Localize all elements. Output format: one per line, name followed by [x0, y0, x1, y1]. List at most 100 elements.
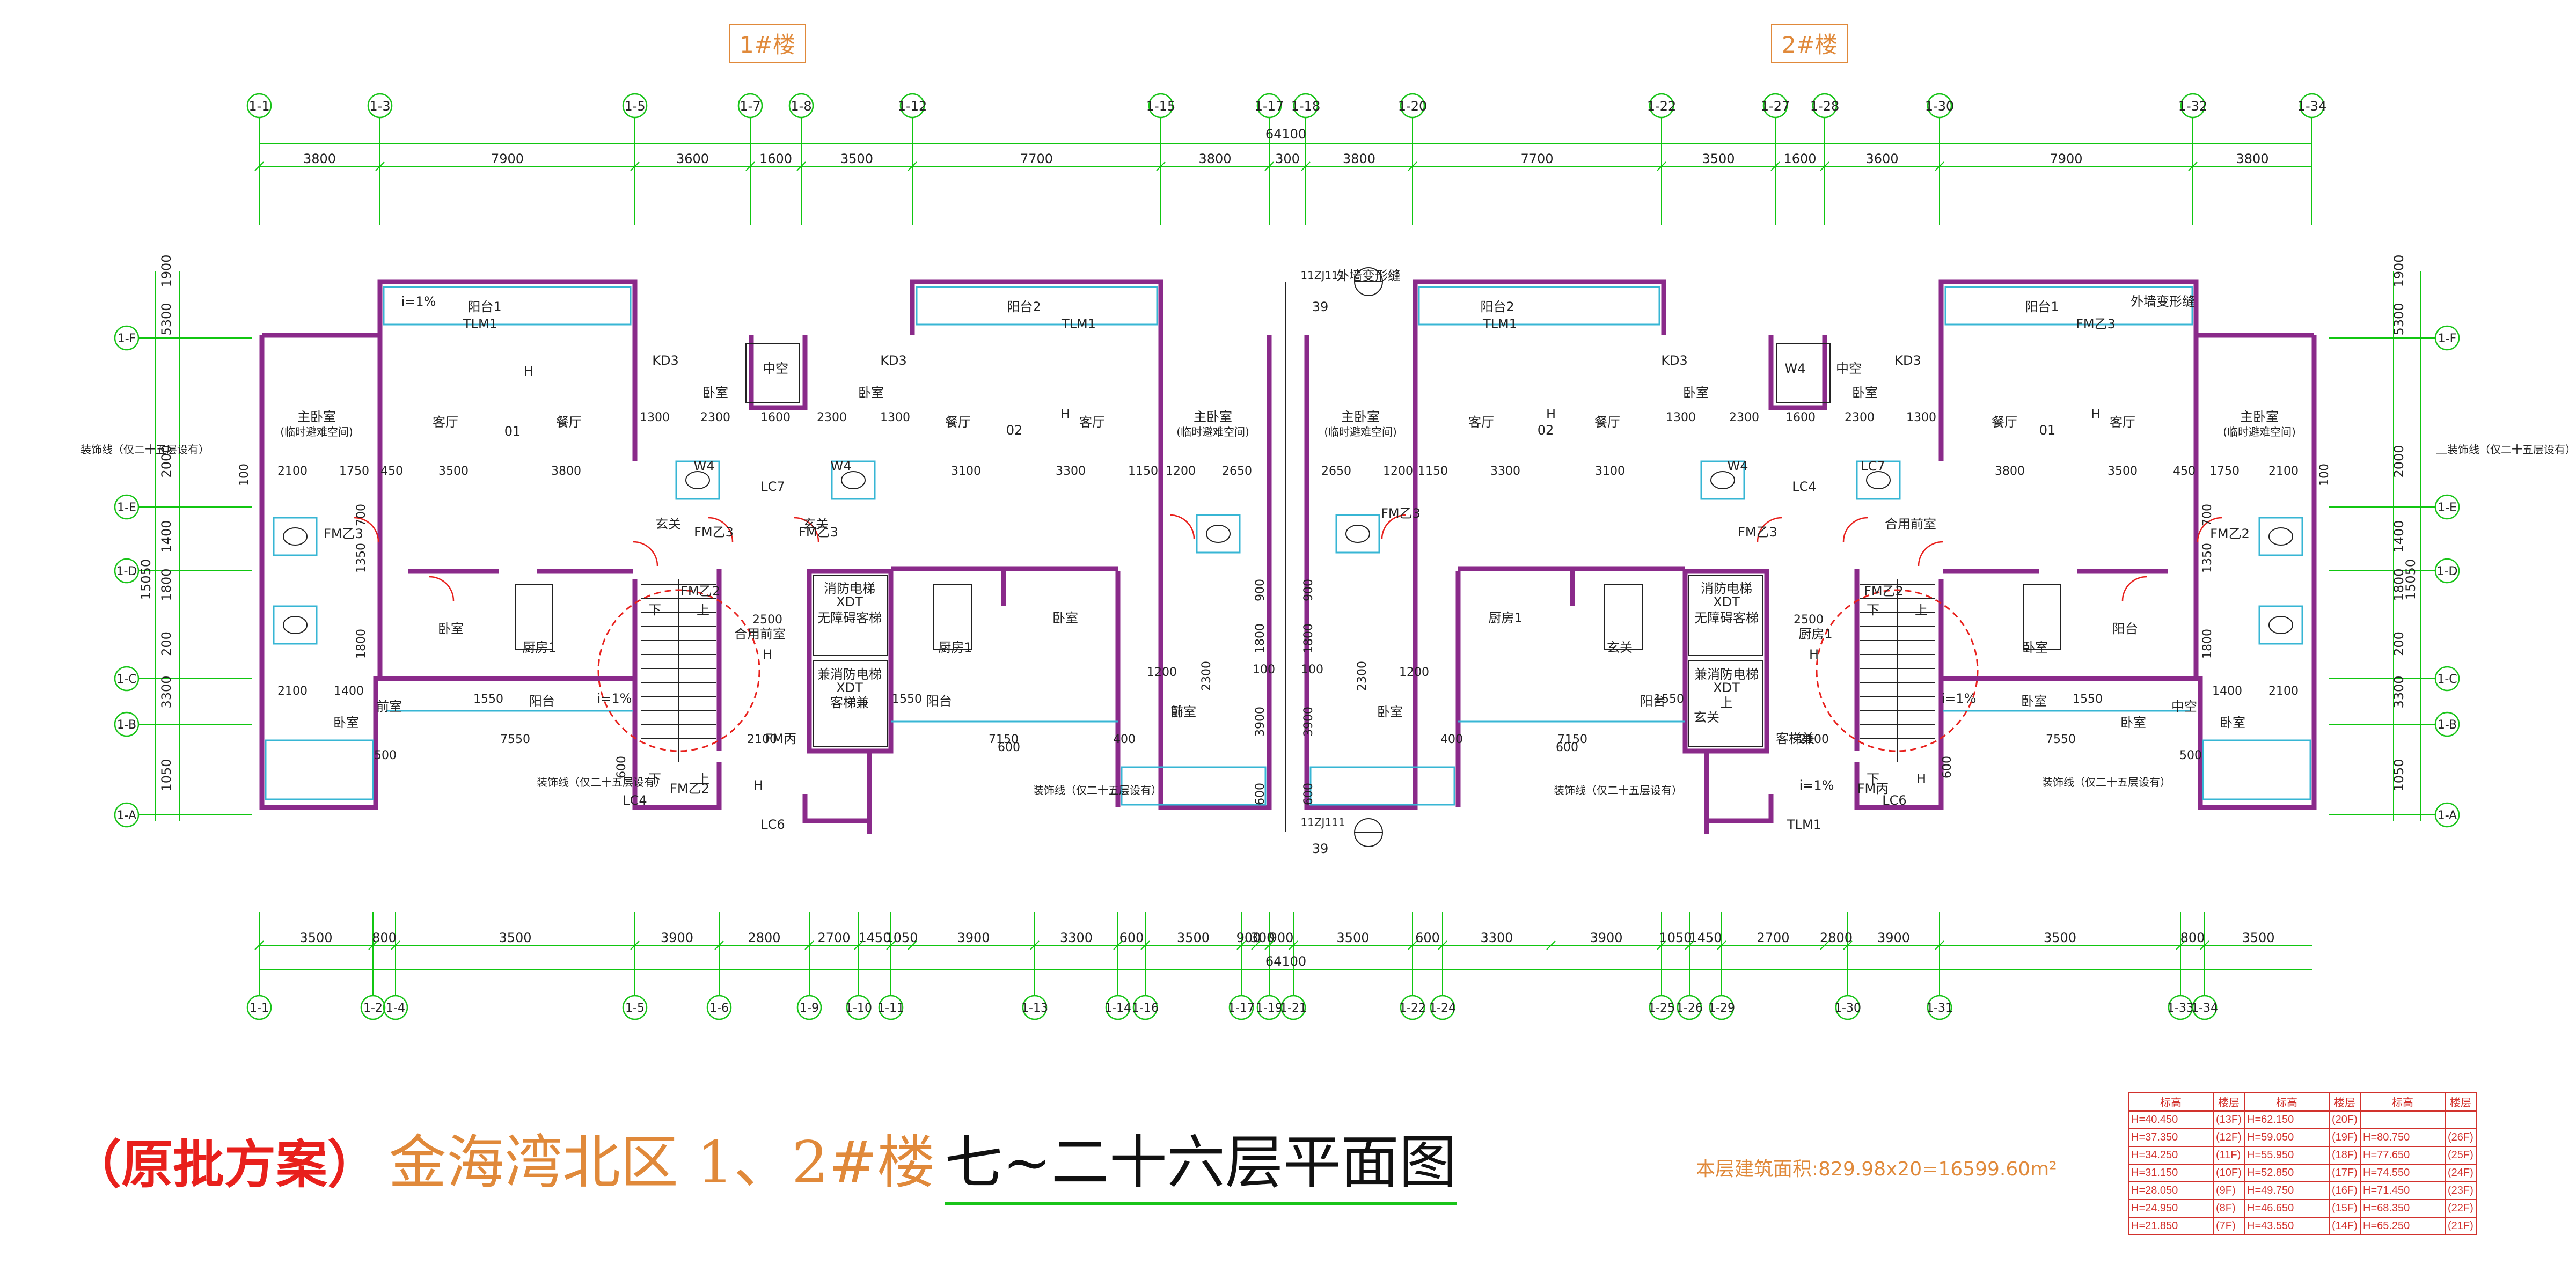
decor-note: 装饰线（仅二十五层设有）: [80, 443, 209, 456]
kitchen-fixture: [1604, 584, 1643, 650]
inner-dim: 1800: [1254, 623, 1267, 653]
grid-label-right: 1-B: [2438, 718, 2457, 732]
inner-dim: 2300: [1729, 411, 1759, 424]
room-label: 39: [1312, 299, 1329, 314]
grid-label-left: 1-B: [117, 718, 136, 732]
inner-dim: 3900: [1254, 707, 1267, 737]
grid-label-top: 1-17: [1255, 99, 1284, 114]
title-floors: 七~二十六层平面图: [945, 1116, 1457, 1205]
grid-label-top: 1-34: [2297, 99, 2326, 114]
room-label: W4: [1785, 361, 1806, 376]
stair: [597, 579, 760, 762]
inner-dim: 450: [380, 465, 403, 478]
room-label: 卧室: [1377, 704, 1403, 719]
room-label: 卧室: [1852, 385, 1878, 400]
room-label: 外墙变形缝: [2131, 294, 2195, 309]
elevation-cell: (22F): [2445, 1199, 2477, 1218]
grid-label-right: 1-F: [2438, 332, 2457, 345]
door-swing: [708, 517, 734, 542]
room-label: 玄关: [1607, 640, 1633, 655]
room-label: 玄关: [655, 517, 681, 532]
wall-path: [910, 279, 1163, 335]
room-label: 消防电梯: [1701, 581, 1752, 596]
room-label: 厨房1: [1798, 627, 1832, 642]
room-label: 阳台1: [467, 299, 501, 314]
balcony-outline: [916, 286, 1158, 326]
decor-note-right: 装饰线（仅二十五层设有）: [2447, 443, 2576, 456]
room-label: TLM1: [463, 317, 497, 332]
inner-dim: 2100: [2268, 685, 2299, 698]
dim-tick: [854, 940, 863, 950]
dim-top-segment: 3800: [1198, 151, 1231, 166]
grid-label-bottom: 1-19: [1256, 1002, 1283, 1015]
wall-path: [1768, 335, 1827, 410]
header-cell: 标高: [2360, 1092, 2446, 1112]
room-label: LC6: [1882, 793, 1906, 808]
grid-label-top: 1-7: [740, 99, 760, 114]
room-label: 餐厅: [556, 415, 582, 430]
elevation-cell: (18F): [2329, 1146, 2361, 1165]
elevation-cell: H=77.650: [2360, 1146, 2446, 1165]
inner-dim: 3500: [2107, 465, 2138, 478]
dim-tick: [1770, 161, 1780, 171]
kitchen-fixture: [2023, 584, 2061, 650]
inner-dim: 600: [615, 756, 628, 778]
elevation-cell: (12F): [2213, 1128, 2245, 1147]
dim-top-segment: 3500: [1702, 151, 1735, 166]
dim-left-segment: 1050: [159, 759, 174, 791]
room-label: 11ZJ111: [1300, 816, 1345, 829]
dim-bottom-segment: 3500: [1177, 930, 1210, 945]
bath-fixture: [2258, 605, 2303, 645]
dim-tick: [908, 940, 917, 950]
elevation-cell: [2360, 1110, 2446, 1129]
inner-dim: 3100: [951, 465, 981, 478]
room-label: 阳台: [529, 694, 555, 709]
room-label: TLM1: [1482, 317, 1517, 332]
grid-label-left: 1-F: [118, 332, 136, 345]
dim-tick: [2188, 161, 2198, 171]
grid-label-bottom: 1-10: [845, 1002, 872, 1015]
dim-left-segment: 1400: [159, 520, 174, 553]
dim-top-segment: 3600: [676, 151, 709, 166]
dim-tick: [1717, 940, 1726, 950]
room-label: 阳台: [2112, 621, 2138, 636]
inner-dim: 600: [998, 741, 1020, 754]
dim-tick: [1408, 940, 1417, 950]
dim-bottom-segment: 3900: [957, 930, 990, 945]
elevation-cell: (9F): [2213, 1181, 2245, 1200]
dim-bottom-segment: 3900: [661, 930, 693, 945]
dim-top-segment: 3600: [1865, 151, 1898, 166]
room-label: 餐厅: [1992, 415, 2017, 430]
inner-dim: 1150: [1128, 465, 1158, 478]
grid-label-bottom: 1-24: [1429, 1002, 1456, 1015]
grid-label-bottom: 1-5: [625, 1002, 645, 1015]
dim-top-segment: 7700: [1020, 151, 1053, 166]
elevation-table: 标高 楼层 标高 楼层 标高 楼层 H=40.450(13F)H=62.150(…: [2128, 1092, 2477, 1235]
dim-bottom-segment: 2800: [1820, 930, 1853, 945]
door-swing: [1918, 541, 1943, 567]
dim-left-segment: 1800: [159, 568, 174, 601]
grid-label-bottom: 1-30: [1834, 1002, 1861, 1015]
inner-dim: 1400: [2212, 685, 2242, 698]
room-label: 02: [1006, 423, 1023, 438]
grid-label-top: 1-20: [1398, 99, 1427, 114]
inner-dim: 100: [238, 464, 251, 486]
dim-tick: [1301, 161, 1311, 171]
grid-label-bottom: 1-33: [2167, 1002, 2194, 1015]
inner-dim: 500: [374, 749, 397, 762]
elevation-row: H=28.050(9F)H=49.750(16F)H=71.450(23F): [2128, 1181, 2477, 1200]
room-label: FM乙3: [799, 525, 838, 540]
wall-path: [1413, 279, 1666, 335]
inner-dim: 600: [1254, 783, 1267, 805]
dim-top-segment: 300: [1275, 151, 1300, 166]
inner-dim: 7550: [500, 733, 530, 746]
elevator-shaft: [1688, 660, 1763, 747]
elevation-cell: H=71.450: [2360, 1181, 2446, 1200]
stair-dashed-arc: [1816, 589, 1979, 752]
door-swing: [2121, 576, 2147, 601]
elevation-cell: H=28.050: [2128, 1181, 2214, 1200]
room-label: 客厅: [1079, 415, 1105, 430]
bath-fixture: [675, 460, 720, 500]
